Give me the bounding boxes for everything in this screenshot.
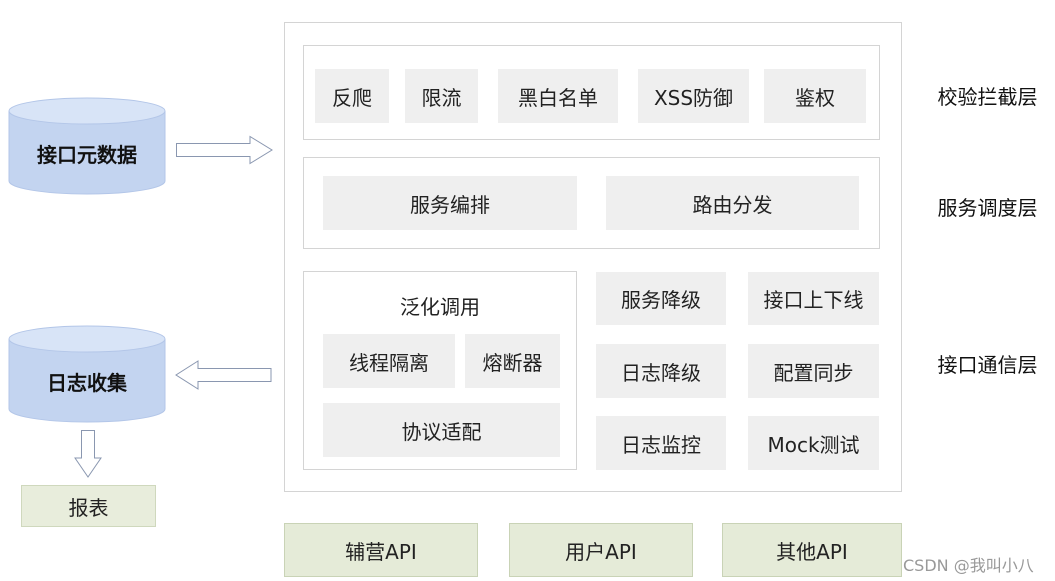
interface-metadata-cylinder: 接口元数据	[8, 97, 166, 195]
config-sync-box: 配置同步	[748, 344, 879, 398]
down-arrow-icon	[74, 430, 102, 478]
interface-metadata-label: 接口元数据	[37, 142, 137, 167]
authentication-box: 鉴权	[764, 69, 866, 123]
log-monitoring-box: 日志监控	[596, 416, 726, 470]
cylinder-shape	[8, 97, 166, 195]
cylinder-shape	[8, 325, 166, 423]
log-collection-label: 日志收集	[47, 370, 127, 395]
log-degradation-box: 日志降级	[596, 344, 726, 398]
left-arrow-icon	[175, 360, 272, 390]
watermark: CSDN @我叫小八	[903, 556, 1034, 575]
user-api-box: 用户API	[509, 523, 693, 577]
log-collection-cylinder: 日志收集	[8, 325, 166, 423]
report-box: 报表	[21, 485, 156, 527]
service-orchestration-box: 服务编排	[323, 176, 577, 230]
right-arrow-icon	[176, 135, 273, 165]
ancillary-api-box: 辅营API	[284, 523, 478, 577]
validation-layer-label: 校验拦截层	[937, 84, 1038, 109]
route-dispatch-box: 路由分发	[606, 176, 859, 230]
generalized-call-title: 泛化调用	[400, 294, 480, 319]
scheduling-layer-label: 服务调度层	[937, 195, 1038, 220]
other-api-box: 其他API	[722, 523, 902, 577]
anti-crawler-box: 反爬	[315, 69, 389, 123]
rate-limit-box: 限流	[405, 69, 478, 123]
service-degradation-box: 服务降级	[596, 272, 726, 325]
thread-isolation-box: 线程隔离	[323, 334, 455, 388]
communication-layer-label: 接口通信层	[937, 352, 1038, 377]
blacklist-whitelist-box: 黑白名单	[498, 69, 618, 123]
xss-defense-box: XSS防御	[638, 69, 749, 123]
mock-test-box: Mock测试	[748, 416, 879, 470]
protocol-adaptation-box: 协议适配	[323, 403, 560, 457]
circuit-breaker-box: 熔断器	[465, 334, 560, 388]
interface-online-offline-box: 接口上下线	[748, 272, 879, 325]
